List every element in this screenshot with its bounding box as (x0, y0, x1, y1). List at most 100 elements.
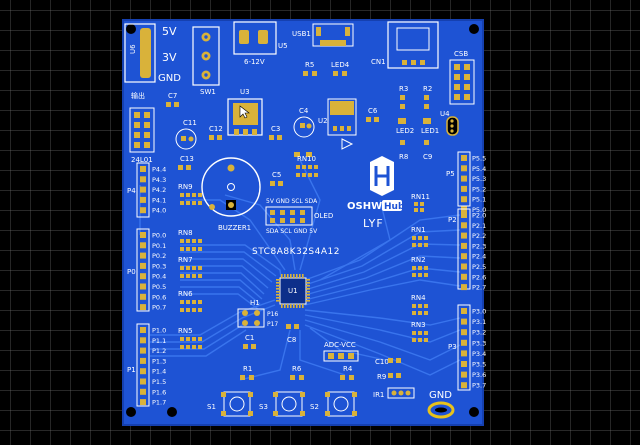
p0-pin-pad[interactable] (140, 293, 146, 300)
p2-pin-pad[interactable] (461, 212, 467, 218)
p5-pin-pad[interactable] (461, 155, 467, 161)
p0-pins[interactable] (140, 232, 146, 311)
p0-pin-pad[interactable] (140, 273, 146, 280)
p0-pin-pad[interactable] (140, 242, 146, 249)
led-area[interactable]: LED2 LED1 R8 C9 (396, 118, 439, 161)
button-s2[interactable]: S2 (310, 391, 357, 417)
ir1-receiver[interactable]: IR1 (373, 387, 415, 399)
p4-header[interactable]: P4 P4.4P4.3P4.2P4.1P4.0 (127, 162, 166, 218)
p1-pin-pad[interactable] (140, 388, 146, 395)
buzzer1[interactable]: BUZZER1 (201, 157, 261, 232)
sw1-switch[interactable]: SW1 (192, 26, 220, 96)
dc-jack-pad[interactable] (239, 30, 249, 44)
h1-header[interactable]: H1 P16 P17 (237, 299, 278, 328)
p1-header[interactable]: P1 P1.0P1.1P1.2P1.3P1.4P1.5P1.6P1.7 (127, 323, 166, 407)
p3-pin-pad[interactable] (461, 361, 467, 367)
p4-pin-pad[interactable] (140, 207, 146, 214)
p3-pin-pad[interactable] (461, 350, 467, 357)
u2-area[interactable]: C4 U2 C6 (293, 98, 379, 138)
p0-pin-pad[interactable] (140, 252, 146, 259)
p1-pin-pad[interactable] (140, 327, 146, 333)
p3-pin-pad[interactable] (461, 308, 467, 314)
u3-regulator[interactable]: U3 (227, 88, 263, 136)
c11-capacitor[interactable] (175, 128, 197, 150)
p2-pin-pad[interactable] (461, 263, 467, 270)
p2-pin-pad[interactable] (461, 284, 467, 291)
c4-capacitor[interactable] (293, 116, 315, 138)
rn9-array[interactable] (180, 193, 202, 205)
p5-pin-pad[interactable] (461, 196, 467, 203)
adc-vcc-jumper[interactable]: ADC-VCC (323, 341, 359, 362)
p4-pins[interactable] (140, 166, 146, 214)
u2-body[interactable] (330, 101, 354, 115)
cn1-pin[interactable] (420, 60, 425, 65)
usb1-pad[interactable] (320, 40, 346, 46)
csb-pins[interactable] (454, 64, 470, 100)
p3-pin-pad[interactable] (461, 318, 467, 325)
button-s3[interactable]: S3 (259, 391, 305, 417)
p1-pin-pad[interactable] (140, 399, 146, 406)
cn1-connector[interactable]: CN1 (371, 21, 439, 69)
u1-mcu[interactable]: U1 (276, 274, 310, 308)
cn1-pin[interactable] (411, 60, 416, 65)
oled-header[interactable]: 5V GND SCL SDA SDA SCL GND 5V OLED (265, 198, 333, 235)
p2-pin-pad[interactable] (461, 232, 467, 239)
rn4-array[interactable] (412, 304, 428, 315)
p3-pins[interactable] (461, 308, 467, 389)
u6-header[interactable]: U6 5V 3V GND (124, 23, 181, 84)
rn3-array[interactable] (412, 331, 428, 342)
p2-pin-pad[interactable] (461, 242, 467, 249)
button-s1[interactable]: S1 (207, 391, 253, 417)
r3-r2-u4[interactable]: R3 R2 U4 (399, 85, 459, 136)
u6-pin[interactable] (140, 28, 151, 78)
p5-header[interactable]: P5 P5.5P5.4P5.3P5.2P5.1P5.0 (446, 151, 486, 214)
p5-pin-pad[interactable] (461, 175, 467, 182)
rn7-array[interactable] (180, 266, 202, 278)
p1-pin-pad[interactable] (140, 357, 146, 364)
usb1-pad[interactable] (316, 27, 321, 36)
cn1-pin[interactable] (402, 60, 407, 65)
p2-pin-pad[interactable] (461, 273, 467, 280)
p4-pin-pad[interactable] (140, 176, 146, 183)
p5-pin-pad[interactable] (461, 165, 467, 172)
p3-pin-pad[interactable] (461, 329, 467, 336)
p2-pin-pad[interactable] (461, 253, 467, 260)
p1-pin-pad[interactable] (140, 337, 146, 344)
p2-header[interactable]: P2 P2.0P2.1P2.2P2.3P2.4P2.5P2.6P2.7 (448, 208, 486, 292)
csb-header[interactable]: CSB (449, 50, 475, 105)
p5-pin-pad[interactable] (461, 185, 467, 192)
p1-pin-pad[interactable] (140, 347, 146, 354)
p0-pin-pad[interactable] (140, 304, 146, 311)
p4-pin-pad[interactable] (140, 186, 146, 193)
gnd-testpoint[interactable]: GND (427, 390, 455, 419)
usb1-connector[interactable]: USB1 (292, 23, 354, 47)
rn1-array[interactable] (412, 236, 428, 247)
rn11-array[interactable] (414, 202, 424, 212)
p4-pin-pad[interactable] (140, 166, 146, 172)
caps-c11-c12-c3[interactable]: C11 C12 C3 (175, 119, 282, 150)
r5-led4[interactable]: R5 LED4 (303, 61, 350, 76)
rn10-array[interactable] (296, 165, 318, 177)
nrf24l01-header[interactable]: 24L01 (129, 107, 155, 164)
p0-header[interactable]: P0 P0.0P0.1P0.2P0.3P0.4P0.5P0.6P0.7 (127, 228, 166, 312)
p2-pins[interactable] (461, 212, 467, 291)
usb1-pad[interactable] (345, 27, 350, 36)
p1-pin-pad[interactable] (140, 368, 146, 375)
nrf24l01-pins[interactable] (134, 112, 150, 148)
p3-header[interactable]: P3 P3.0P3.1P3.2P3.3P3.4P3.5P3.6P3.7 (448, 304, 486, 391)
p0-pin-pad[interactable] (140, 283, 146, 290)
p3-pin-pad[interactable] (461, 339, 467, 346)
p0-pin-pad[interactable] (140, 232, 146, 238)
p1-pin-pad[interactable] (140, 378, 146, 385)
oled-pins[interactable] (270, 210, 305, 223)
p4-pin-pad[interactable] (140, 196, 146, 203)
p1-pins[interactable] (140, 327, 146, 406)
dc-jack[interactable]: U5 6-12V (233, 21, 288, 66)
p2-pin-pad[interactable] (461, 222, 467, 229)
p0-pin-pad[interactable] (140, 262, 146, 269)
p3-pin-pad[interactable] (461, 371, 467, 378)
rn2-array[interactable] (412, 266, 428, 277)
p3-pin-pad[interactable] (461, 382, 467, 389)
